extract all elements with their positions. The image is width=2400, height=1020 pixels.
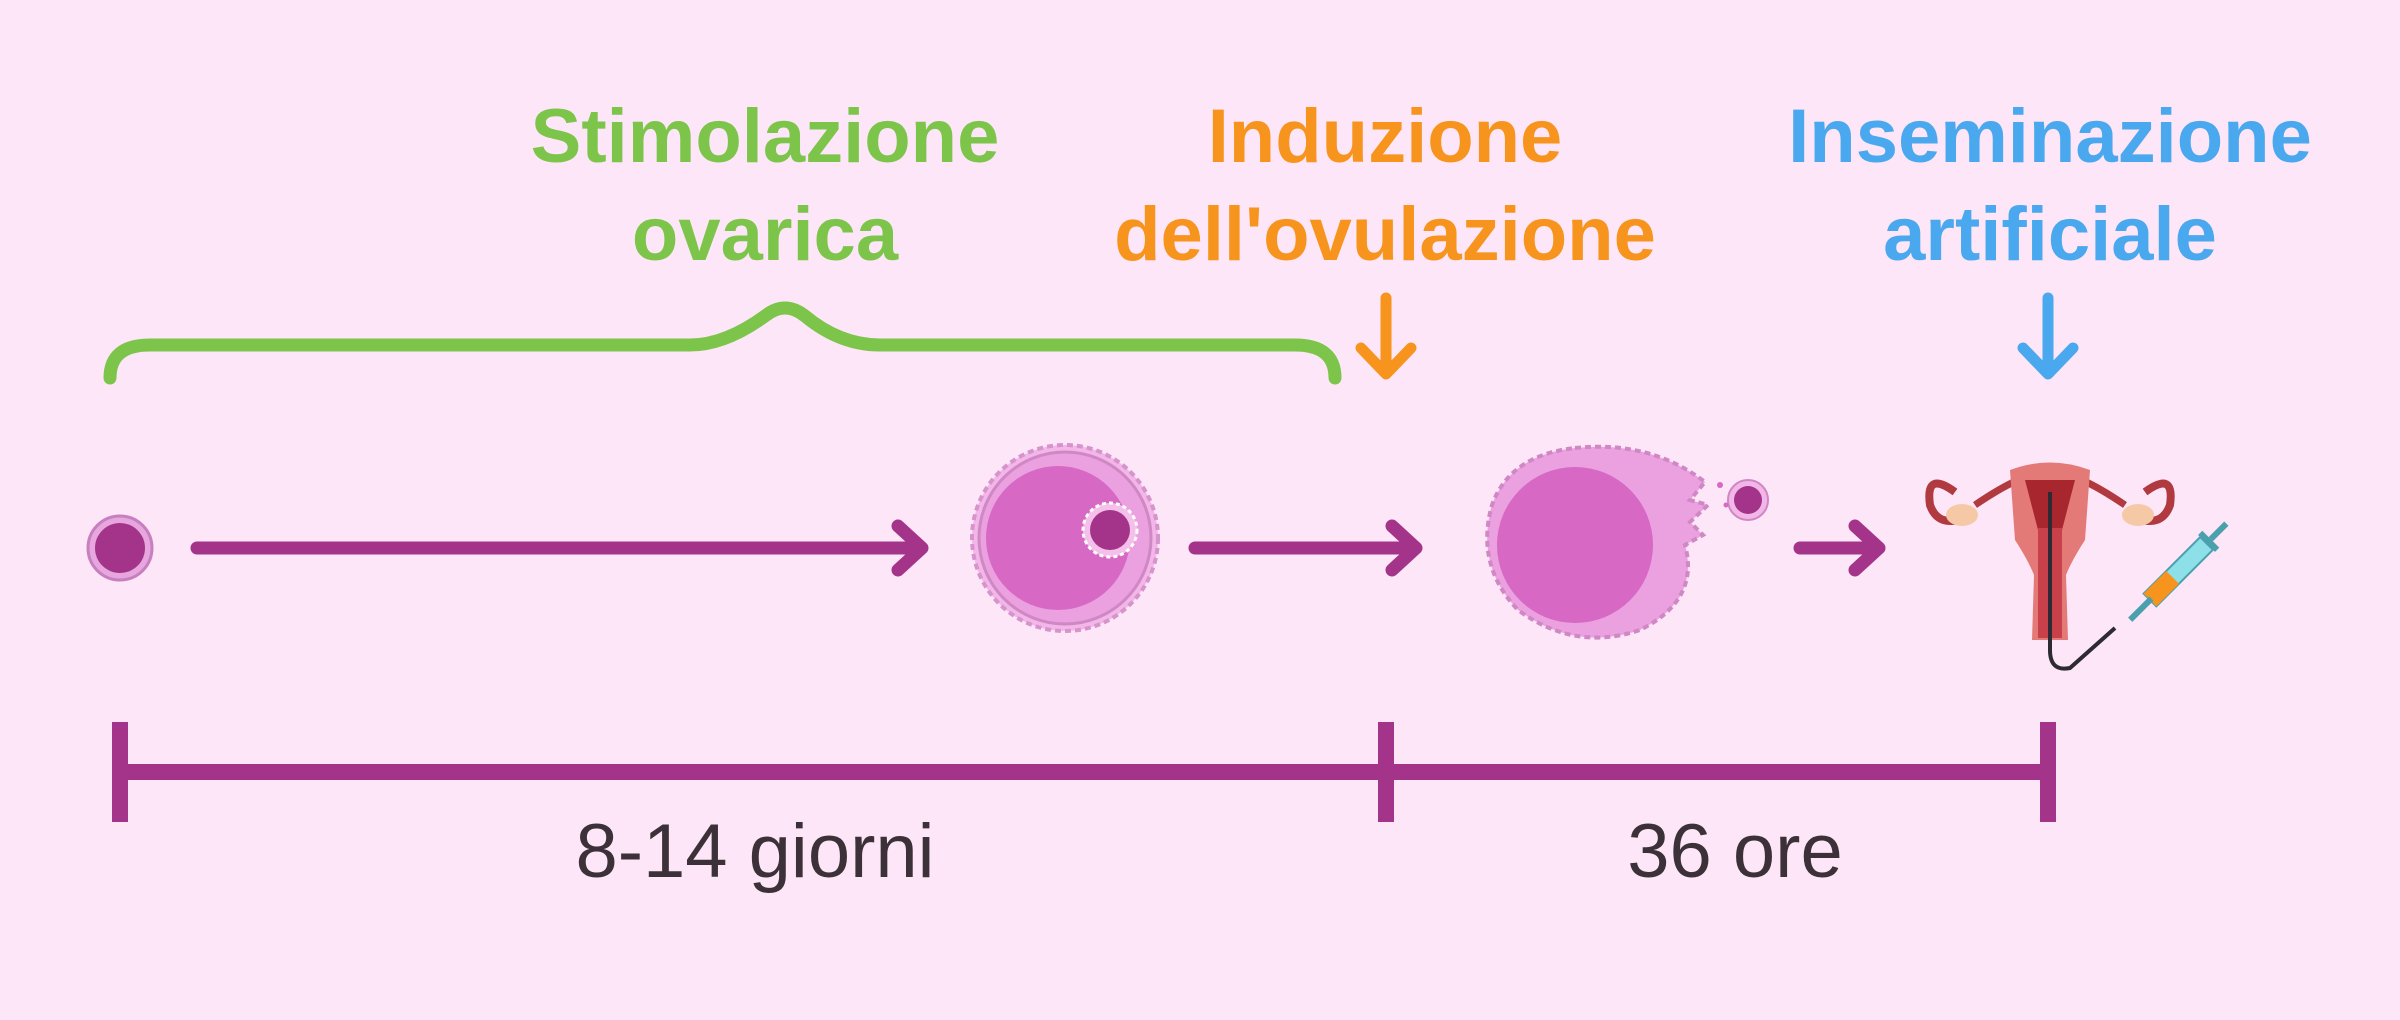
induction-label-line2: dell'ovulazione [1114,192,1656,277]
timeline [112,722,2056,822]
oocyte-small-icon [86,514,154,582]
insemination-label: Inseminazione artificiale [1760,88,2340,284]
stimulation-label: Stimolazione ovarica [515,88,1015,284]
process-arrow-1-icon [190,519,929,577]
uterus-syringe-icon [1925,462,2229,671]
stimulation-label-line2: ovarica [631,192,899,277]
induction-label-line1: Induzione [1207,94,1563,179]
ovulating-follicle-icon [1485,444,1769,640]
stimulation-label-line1: Stimolazione [530,94,1000,179]
insemination-label-line1: Inseminazione [1788,94,2312,179]
duration-stimulation: 8-14 giorni [575,809,935,894]
process-arrow-2-icon [1188,519,1423,577]
mature-follicle-icon [970,443,1160,633]
induction-arrow-icon [1355,292,1417,380]
process-arrow-3-icon [1793,519,1886,577]
stimulation-brace [103,301,1342,385]
insemination-arrow-icon [2017,292,2079,380]
induction-label: Induzione dell'ovulazione [1095,88,1675,284]
insemination-label-line2: artificiale [1883,192,2217,277]
duration-induction: 36 ore [1627,809,1843,894]
